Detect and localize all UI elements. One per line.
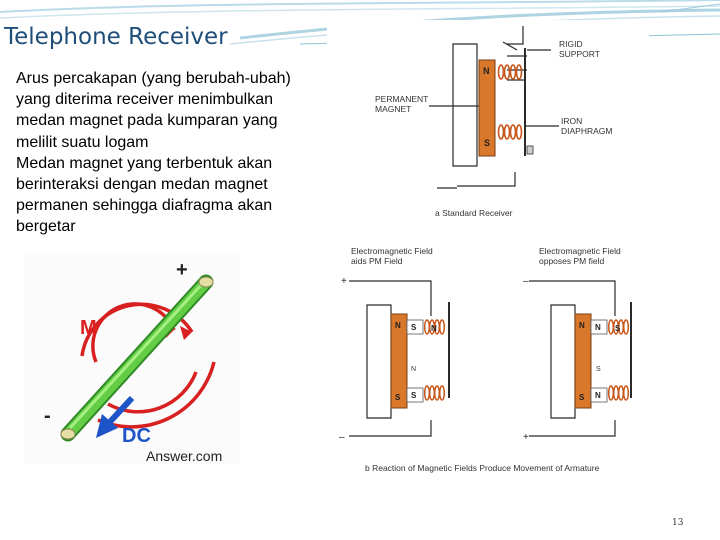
right-top-wire bbox=[529, 280, 616, 316]
field-label: M bbox=[80, 317, 97, 339]
left-pole-label: N bbox=[431, 324, 437, 333]
right-title-line2: opposes PM field bbox=[539, 256, 604, 266]
right-pole-label: N bbox=[595, 323, 601, 332]
caption-reaction: b Reaction of Magnetic Fields Produce Mo… bbox=[365, 463, 600, 473]
body-text: Arus percakapan (yang berubah-ubah) yang… bbox=[16, 68, 346, 238]
coil-top bbox=[497, 64, 523, 80]
label-iron: IRON bbox=[561, 116, 582, 126]
left-core-bottom bbox=[406, 387, 424, 403]
paragraph-current: Arus percakapan (yang berubah-ubah) yang… bbox=[16, 70, 291, 151]
right-pole-label: N bbox=[595, 391, 601, 400]
standard-receiver-diagram bbox=[429, 26, 559, 189]
pole-s-label: S bbox=[484, 138, 490, 148]
left-terminal-plus: + bbox=[341, 276, 347, 287]
image-attribution: Answer.com bbox=[146, 448, 223, 464]
field-arc-outer bbox=[97, 361, 216, 429]
left-terminal-minus: – bbox=[339, 432, 345, 443]
left-core-top bbox=[406, 319, 424, 335]
opposes-field-diagram bbox=[529, 280, 632, 437]
support-hatch bbox=[502, 41, 518, 51]
aids-field-diagram bbox=[349, 280, 450, 437]
right-magnet bbox=[574, 313, 592, 409]
slide-title: Telephone Receiver bbox=[4, 24, 228, 50]
receiver-diagram: N S RIGID SUPPORT PERMANENT MAGNET IRON … bbox=[327, 20, 649, 480]
label-support: SUPPORT bbox=[559, 49, 600, 59]
right-terminal-minus: – bbox=[523, 276, 529, 287]
current-label: DC bbox=[122, 425, 151, 447]
left-magnet bbox=[390, 313, 408, 409]
right-core-bottom bbox=[590, 387, 608, 403]
right-bottom-wire bbox=[529, 420, 616, 437]
right-pole-label: N bbox=[579, 321, 585, 330]
left-pole-label: S bbox=[395, 393, 401, 402]
right-core-top bbox=[590, 319, 608, 335]
left-pole-label: N bbox=[395, 321, 401, 330]
field-arrow-head bbox=[180, 326, 192, 340]
left-pole-label: S bbox=[411, 391, 417, 400]
bottom-lead-wire bbox=[437, 172, 516, 189]
caption-standard-receiver: a Standard Receiver bbox=[435, 208, 513, 218]
right-mid-label: S bbox=[596, 366, 601, 373]
right-pole-label: S bbox=[579, 393, 585, 402]
right-frame bbox=[550, 304, 576, 419]
diaphragm-clamp bbox=[526, 145, 534, 155]
pole-n-label: N bbox=[483, 66, 490, 76]
plus-terminal-label: + bbox=[176, 259, 188, 281]
left-title-line2: aids PM Field bbox=[351, 256, 403, 266]
right-terminal-plus: + bbox=[523, 432, 529, 443]
left-frame bbox=[366, 304, 392, 419]
right-coil-bottom bbox=[607, 385, 630, 401]
page-number: 13 bbox=[672, 518, 684, 528]
right-coil-top bbox=[607, 319, 630, 335]
right-pole-label: S bbox=[615, 324, 621, 333]
label-rigid: RIGID bbox=[559, 39, 583, 49]
current-arrow bbox=[105, 395, 135, 427]
permanent-magnet bbox=[478, 59, 496, 157]
left-top-wire bbox=[349, 280, 432, 316]
paragraph-field: Medan magnet yang terbentuk akan berinte… bbox=[16, 154, 273, 236]
minus-terminal-label: - bbox=[44, 405, 51, 427]
coil-bottom bbox=[497, 124, 523, 140]
current-arrow-head bbox=[96, 414, 118, 438]
left-pole-label: S bbox=[411, 323, 417, 332]
left-title-line1: Electromagnetic Field bbox=[351, 246, 433, 256]
label-diaphragm: DIAPHRAGM bbox=[561, 126, 612, 136]
left-mid-label: N bbox=[411, 366, 416, 373]
label-permanent: PERMANENT bbox=[375, 94, 428, 104]
top-lead-wire bbox=[507, 26, 524, 45]
right-title-line1: Electromagnetic Field bbox=[539, 246, 621, 256]
left-coil-bottom bbox=[423, 385, 446, 401]
label-magnet: MAGNET bbox=[375, 104, 411, 114]
conductor-rod bbox=[60, 274, 214, 442]
left-bottom-wire bbox=[349, 420, 432, 437]
left-coil-top bbox=[423, 319, 446, 335]
support-frame bbox=[452, 43, 478, 167]
electromagnet-illustration: + - M DC bbox=[24, 252, 240, 464]
